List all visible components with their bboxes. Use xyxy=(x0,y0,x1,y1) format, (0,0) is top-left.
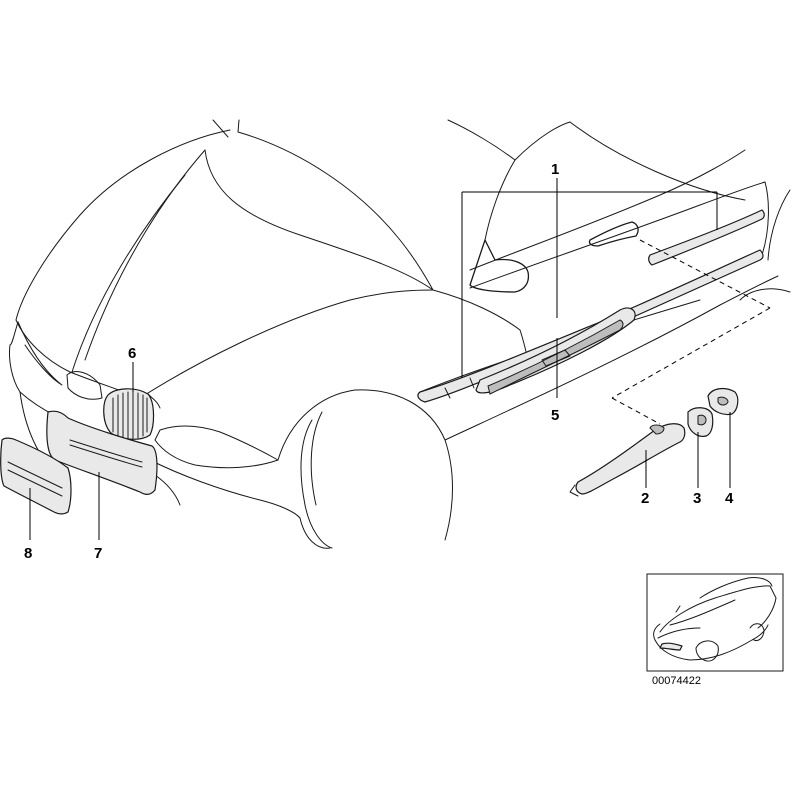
door-handle-on-car xyxy=(588,221,639,247)
callout-5: 5 xyxy=(551,407,559,424)
callouts: 1 5 6 2 3 4 7 8 xyxy=(24,161,734,562)
part-side-trim-strip xyxy=(417,209,765,403)
part-door-sill-strip xyxy=(475,307,636,395)
thumbnail-car xyxy=(653,577,777,662)
callout-4: 4 xyxy=(725,490,734,507)
part-grommet xyxy=(687,407,714,437)
part-license-plate-bracket xyxy=(0,437,72,515)
callout-1: 1 xyxy=(551,161,559,178)
part-lock-cap xyxy=(707,387,739,416)
callout-3: 3 xyxy=(693,490,701,507)
thumbnail-frame xyxy=(646,573,784,672)
leader-lines xyxy=(29,178,771,540)
callout-6: 6 xyxy=(128,345,136,362)
car-body-outline xyxy=(9,119,791,549)
callout-8: 8 xyxy=(24,545,32,562)
part-door-handle xyxy=(569,423,686,497)
callout-2: 2 xyxy=(641,490,649,507)
overview-thumbnail: 00074422 xyxy=(646,573,784,687)
part-kidney-grille xyxy=(103,388,161,440)
thumbnail-reference-number: 00074422 xyxy=(652,675,701,687)
callout-7: 7 xyxy=(94,545,102,562)
